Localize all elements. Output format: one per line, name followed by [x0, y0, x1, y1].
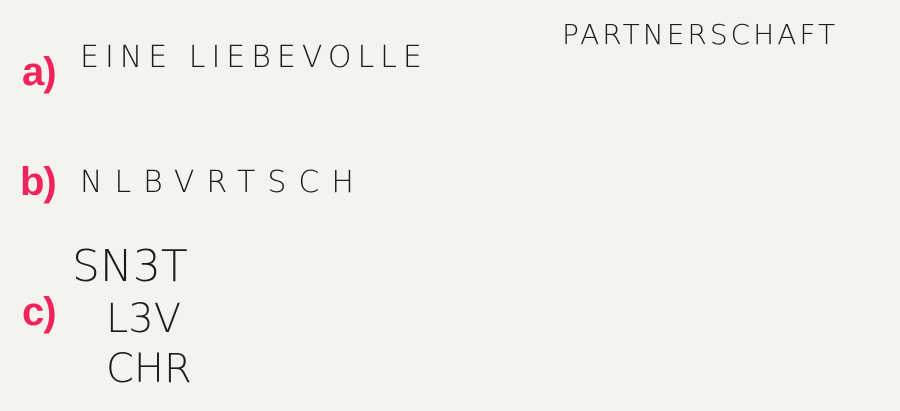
item-label-b: b): [20, 160, 57, 204]
sigil-row-3: CHR: [106, 346, 192, 392]
handwritten-phrase-part1: EINE LIEBEVOLLE: [80, 40, 428, 75]
handwritten-reduced-letters: NLBVRTSCH: [80, 165, 366, 200]
item-label-c: c): [22, 290, 57, 334]
handwritten-phrase-part2: PARTNERSCHAFT: [562, 18, 839, 51]
sigil-drawing: SN3T L3V CHR: [72, 245, 232, 401]
sigil-row-2: L3V: [106, 296, 182, 342]
sigil-row-1: SN3T: [72, 241, 188, 292]
item-label-a: a): [22, 50, 57, 94]
